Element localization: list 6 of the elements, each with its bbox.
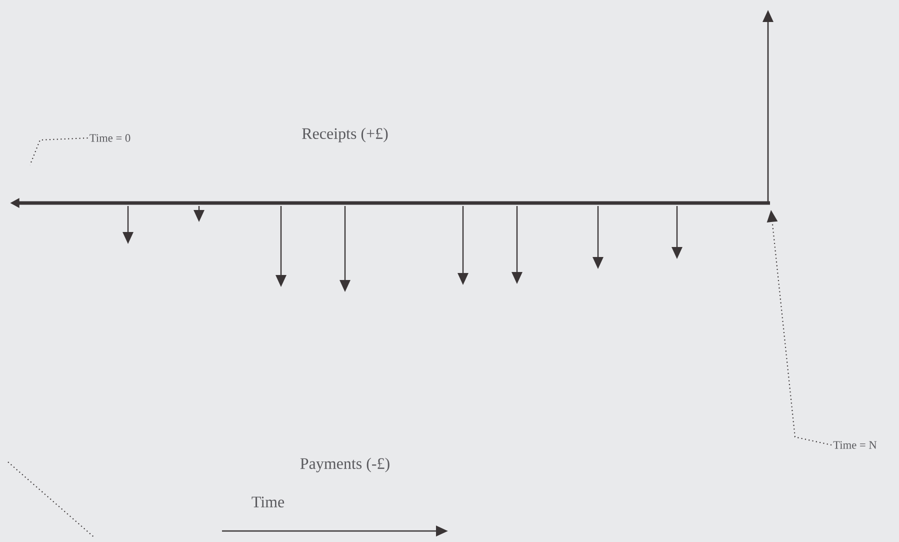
- axis-label: Time: [252, 496, 284, 508]
- axis-label: Receipts (+£): [302, 128, 388, 142]
- time-label: Time = 0: [90, 134, 130, 142]
- leader-line: [30, 137, 88, 166]
- time-label: Time = N: [833, 441, 877, 449]
- axis-label: Payments (-£): [300, 458, 390, 472]
